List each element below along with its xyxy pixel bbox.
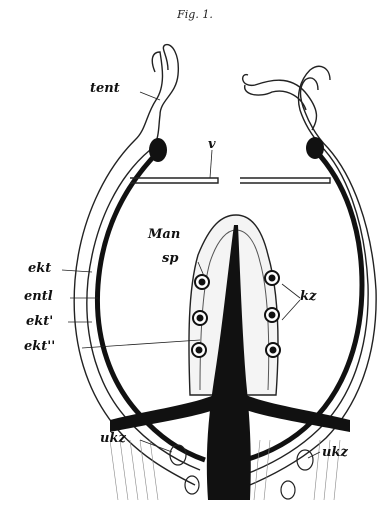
label-tent: tent	[90, 82, 120, 95]
label-ukz-right: ukz	[322, 446, 348, 459]
label-man: Man	[148, 228, 180, 241]
label-kz: kz	[300, 290, 316, 303]
label-ukz-left: ukz	[100, 432, 126, 445]
right-tentacle-base	[306, 137, 324, 159]
label-ekt: ekt	[28, 262, 51, 275]
velum	[130, 178, 330, 183]
label-ekt-prime: ekt'	[26, 315, 53, 328]
label-entl: entl	[24, 290, 53, 303]
left-tentacle-base	[149, 138, 167, 162]
label-ekt-double-prime: ekt''	[24, 340, 55, 353]
label-v: v	[208, 138, 216, 151]
label-sp: sp	[162, 252, 178, 265]
manubrium	[110, 215, 350, 500]
